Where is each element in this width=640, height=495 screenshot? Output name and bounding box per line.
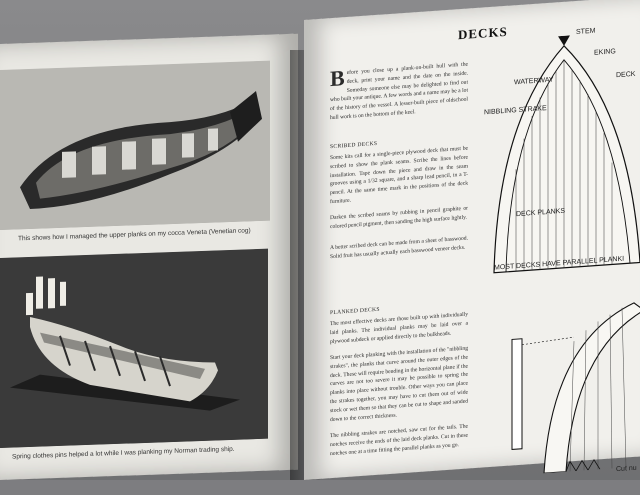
planked-paragraph-1: The most effective decks are those built… [330, 311, 468, 345]
intro-paragraph: B efore you close up a plank-on-built hu… [330, 61, 468, 123]
bottom-label: Cut nu [616, 464, 637, 474]
scribed-paragraph-1: Some kits call for a single-piece plywoo… [330, 145, 468, 206]
label-stem: STEM [576, 27, 596, 36]
deck-planking-diagram [493, 35, 640, 274]
nibbling-strake-diagram [511, 302, 640, 474]
photo-bottom-caption: Spring clothes pins helped a lot while I… [12, 445, 235, 461]
planked-decks-heading: PLANKED DECKS [330, 306, 380, 317]
scribed-paragraph-2: Darken the scribed seams by rubbing in p… [330, 205, 468, 230]
left-page: This shows how I managed the upper plank… [0, 33, 298, 481]
scribed-paragraph-3: A better scribed deck can be made from a… [330, 235, 468, 260]
planked-paragraph-2: Start your deck planking with the instal… [330, 345, 468, 423]
drop-cap: B [330, 65, 345, 92]
scribed-decks-heading: SCRIBED DECKS [330, 140, 378, 151]
label-deck: DECK [616, 70, 636, 80]
right-page: DECKS B efore you close up a plank-on-bu… [304, 0, 640, 480]
ship-model-photo-top [0, 60, 270, 230]
planked-paragraph-3: The nibbling strakes are notched, saw cu… [330, 423, 468, 457]
ship-model-photo-bottom [0, 248, 268, 448]
intro-text: efore you close up a plank-on-built hull… [330, 61, 468, 122]
photo-top-caption: This shows how I managed the upper plank… [18, 227, 251, 243]
